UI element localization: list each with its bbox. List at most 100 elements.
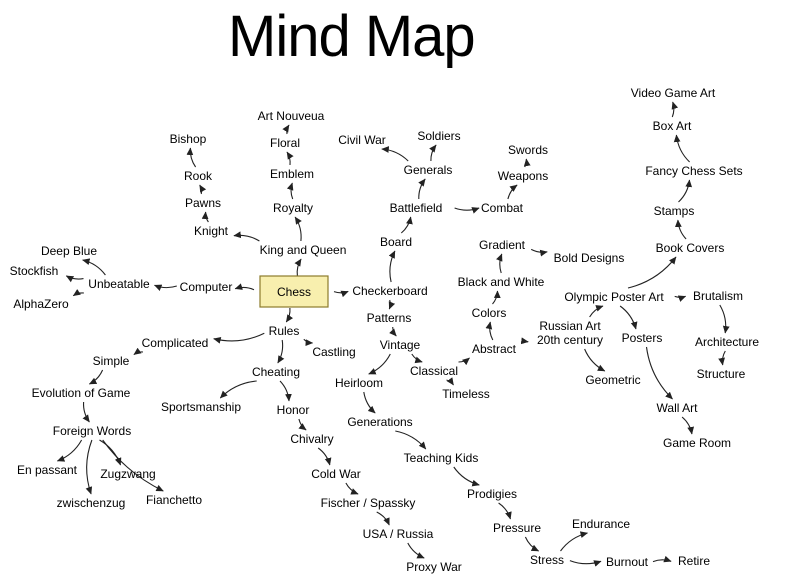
node-cheating: Cheating [252, 365, 300, 379]
edge-coldwar-to-fischer [345, 482, 359, 495]
node-proxywar: Proxy War [406, 560, 462, 574]
node-fischer: Fischer / Spassky [321, 496, 416, 510]
edge-battlefield-to-generals [418, 178, 426, 200]
edge-simple-to-evolution [88, 369, 104, 385]
node-coldwar: Cold War [311, 467, 361, 481]
diagram-title: Mind Map [228, 4, 476, 69]
node-olympic: Olympic Poster Art [564, 290, 664, 304]
edge-chess-to-kingqueen [294, 258, 302, 277]
edge-honor-to-chivalry [298, 418, 307, 431]
node-rules: Rules [269, 324, 300, 338]
edge-stamps-to-fancysets [678, 179, 693, 203]
node-structure: Structure [697, 367, 746, 381]
edge-stress-to-endurance [560, 531, 588, 552]
edge-fancysets-to-boxart [673, 134, 690, 163]
edge-weapons-to-swords [523, 158, 531, 168]
edge-teachingkids-to-prodigies [453, 466, 480, 487]
edge-stress-to-burnout [569, 560, 602, 567]
edge-chivalry-to-coldwar [317, 447, 332, 466]
node-architecture: Architecture [695, 335, 759, 349]
edge-kingqueen-to-knight [233, 231, 260, 242]
node-deepblue: Deep Blue [41, 244, 97, 258]
edge-chess-to-rules [285, 307, 294, 323]
node-civilwar: Civil War [338, 133, 386, 147]
node-colors: Colors [472, 306, 507, 320]
edge-computer-to-unbeatable [154, 284, 177, 291]
edge-emblem-to-floral [286, 151, 294, 166]
node-abstract: Abstract [472, 342, 517, 356]
node-bookcovers: Book Covers [656, 241, 725, 255]
edge-rules-to-castling [303, 338, 314, 346]
edge-board-to-battlefield [400, 216, 413, 234]
node-castling: Castling [312, 345, 355, 359]
edge-vintage-to-classical [411, 353, 423, 364]
edge-generals-to-soldiers [429, 144, 437, 162]
node-fianchetto: Fianchetto [146, 493, 202, 507]
node-bishop: Bishop [170, 132, 207, 146]
node-generations: Generations [347, 415, 412, 429]
node-prodigies: Prodigies [467, 487, 517, 501]
node-videogameart: Video Game Art [631, 86, 716, 100]
edge-generals-to-civilwar [381, 146, 409, 162]
edge-olympic-to-brutalism [674, 295, 687, 302]
node-complicated: Complicated [142, 336, 209, 350]
node-chivalry: Chivalry [290, 432, 333, 446]
node-posters: Posters [622, 331, 663, 345]
edge-foreignwords-to-enpassant [56, 439, 83, 462]
center-node-label: Chess [277, 285, 311, 299]
edge-russianart-to-geometric [584, 348, 606, 372]
node-gameroom: Game Room [663, 436, 731, 450]
edge-gradient-to-bolddesigns [530, 248, 548, 257]
center-node-box [259, 275, 329, 308]
node-rook: Rook [184, 169, 213, 183]
edge-chess-to-computer [234, 283, 255, 291]
edge-foreignwords-to-zugzwang [99, 439, 122, 466]
node-floral: Floral [270, 136, 300, 150]
node-wallart: Wall Art [657, 401, 699, 415]
node-knight: Knight [194, 224, 229, 238]
edge-complicated-to-simple [133, 347, 144, 356]
node-timeless: Timeless [442, 387, 490, 401]
node-pawns: Pawns [185, 196, 221, 210]
edge-usarussia-to-proxywar [407, 542, 425, 559]
edge-rook-to-bishop [186, 147, 197, 168]
node-honor: Honor [277, 403, 310, 417]
edge-blackwhite-to-gradient [496, 253, 503, 274]
node-classical: Classical [410, 364, 458, 378]
node-enpassant: En passant [17, 463, 78, 477]
edge-checkerboard-to-patterns [388, 299, 396, 310]
edge-boxart-to-videogameart [671, 101, 679, 118]
node-evolution: Evolution of Game [32, 386, 131, 400]
node-royalty: Royalty [273, 201, 313, 215]
edge-evolution-to-foreignwords [82, 401, 90, 423]
node-brutalism: Brutalism [693, 289, 743, 303]
edge-colors-to-blackwhite [492, 290, 501, 305]
node-pressure: Pressure [493, 521, 541, 535]
node-patterns: Patterns [367, 311, 412, 325]
node-gradient: Gradient [479, 238, 526, 252]
node-bolddesigns: Bold Designs [554, 251, 625, 265]
node-zwischenzug: zwischenzug [57, 496, 126, 510]
edge-combat-to-weapons [507, 184, 518, 200]
edge-generations-to-teachingkids [395, 430, 427, 450]
node-stockfish: Stockfish [10, 264, 59, 278]
node-usarussia: USA / Russia [363, 527, 434, 541]
edge-kingqueen-to-royalty [294, 216, 302, 242]
edge-bookcovers-to-stamps [674, 219, 687, 240]
node-teachingkids: Teaching Kids [404, 451, 479, 465]
node-heirloom: Heirloom [335, 376, 383, 390]
node-combat: Combat [481, 201, 524, 215]
node-foreignwords: Foreign Words [53, 424, 131, 438]
edge-knight-to-pawns [201, 211, 209, 223]
edge-rules-to-cheating [277, 339, 285, 364]
edge-rules-to-complicated [213, 332, 265, 344]
edge-olympic-to-posters [619, 305, 638, 330]
node-checkerboard: Checkerboard [352, 284, 427, 298]
edge-cheating-to-sportsmanship [219, 380, 257, 399]
node-artnouveua: Art Nouveua [258, 109, 325, 123]
edge-unbeatable-to-stockfish [65, 275, 84, 283]
node-soldiers: Soldiers [417, 129, 460, 143]
edge-patterns-to-vintage [389, 326, 397, 337]
